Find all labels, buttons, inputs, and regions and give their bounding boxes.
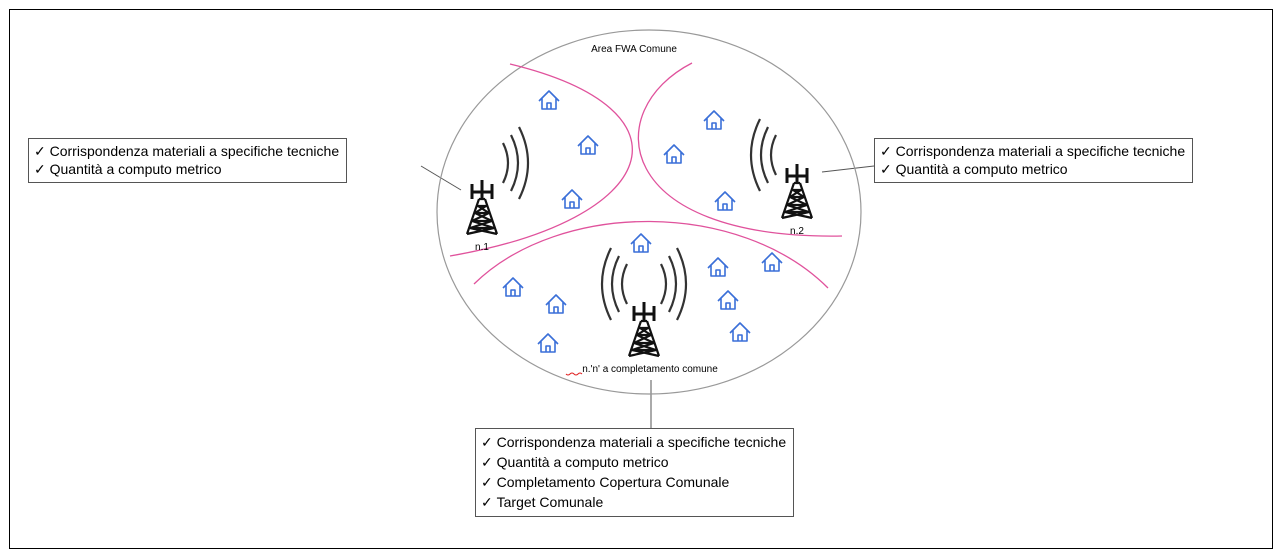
boundary-cell-n	[473, 220, 829, 289]
house-icon	[502, 277, 524, 297]
diagram-canvas: Area FWA Comune n.	[0, 0, 1283, 534]
callout-item: Corrispondenza materiali a specifiche te…	[34, 142, 339, 160]
house-icon	[577, 135, 599, 155]
callout-item: Completamento Copertura Comunale	[481, 472, 786, 492]
house-icon	[630, 233, 652, 253]
house-icon	[537, 333, 559, 353]
tower-n-label: n.'n' a completamento comune	[582, 364, 718, 375]
callout-tower-n: Corrispondenza materiali a specifiche te…	[475, 428, 795, 517]
callout-tower-1: Corrispondenza materiali a specifiche te…	[28, 138, 348, 183]
callout-item: Corrispondenza materiali a specifiche te…	[481, 432, 786, 452]
house-icon	[561, 189, 583, 209]
tower-1-label: n.1	[475, 242, 489, 253]
callout-item: Quantità a computo metrico	[34, 160, 339, 178]
callout-item: Target Comunale	[481, 492, 786, 512]
house-icon	[545, 294, 567, 314]
house-icon	[707, 257, 729, 277]
boundary-cell-1	[449, 63, 633, 257]
signal-waves-icon	[749, 117, 778, 193]
house-icon	[663, 144, 685, 164]
signal-waves-icon	[501, 125, 530, 201]
house-icon	[761, 252, 783, 272]
tower-n: n.'n' a completamento comune	[565, 246, 718, 376]
fwa-area-diagram: Area FWA Comune n.	[420, 29, 875, 428]
tower-icon	[465, 178, 499, 236]
spellcheck-underline	[565, 372, 583, 376]
callout-tower-2: Corrispondenza materiali a specifiche te…	[874, 138, 1194, 183]
house-icon	[729, 322, 751, 342]
house-icon	[538, 90, 560, 110]
house-icon	[717, 290, 739, 310]
signal-waves-icon	[600, 246, 629, 322]
tower-1: n.1	[465, 125, 530, 253]
coverage-boundaries	[449, 62, 843, 289]
house-icon	[703, 110, 725, 130]
signal-waves-icon	[659, 246, 688, 322]
callout-item: Quantità a computo metrico	[880, 160, 1185, 178]
tower-icon	[780, 162, 814, 220]
callout-item: Quantità a computo metrico	[481, 452, 786, 472]
house-icon	[714, 191, 736, 211]
tower-icon	[627, 300, 661, 358]
boundary-cell-2	[637, 62, 843, 237]
fwa-area-ellipse	[436, 29, 862, 395]
tower-2-label: n.2	[790, 226, 804, 237]
tower-2: n.2	[749, 117, 814, 237]
area-title: Area FWA Comune	[591, 44, 677, 55]
connector-right	[821, 165, 875, 173]
callout-item: Corrispondenza materiali a specifiche te…	[880, 142, 1185, 160]
